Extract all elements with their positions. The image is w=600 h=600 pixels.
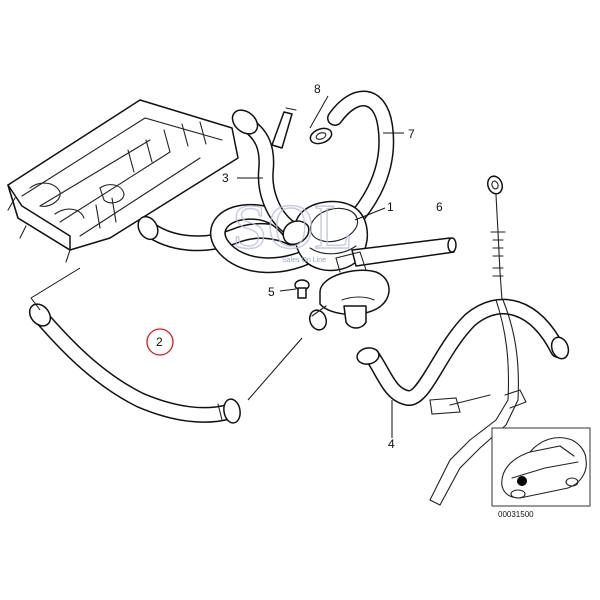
callout-2: 2 [156, 335, 163, 349]
hose-upper-left [137, 215, 300, 252]
callout-8: 8 [314, 82, 321, 96]
valve-housing [308, 251, 390, 331]
diagram-code: 00031500 [498, 510, 534, 519]
clamp-8 [309, 127, 333, 145]
leader-lines [30, 95, 404, 438]
callout-3: 3 [222, 171, 229, 185]
dipstick [429, 175, 527, 506]
engine-location-dot [517, 476, 527, 486]
watermark-letters: SOL [232, 191, 353, 262]
car-locator-thumbnail [491, 427, 591, 507]
highlight-circle [146, 328, 174, 356]
valve-cover [7, 99, 239, 263]
callout-1: 1 [387, 200, 394, 214]
callout-4: 4 [388, 437, 395, 451]
hose-7 [209, 90, 395, 274]
callout-5: 5 [268, 285, 275, 299]
callout-7: 7 [408, 127, 415, 141]
sol-watermark: SOL Sales On Line [231, 190, 353, 264]
hose-2 [28, 303, 241, 424]
callout-6: 6 [436, 200, 443, 214]
oil-separator-1 [282, 200, 457, 272]
hose-4 [356, 298, 570, 406]
screw-5 [294, 279, 310, 299]
watermark-tagline: Sales On Line [282, 257, 326, 264]
hose-3 [231, 107, 298, 236]
